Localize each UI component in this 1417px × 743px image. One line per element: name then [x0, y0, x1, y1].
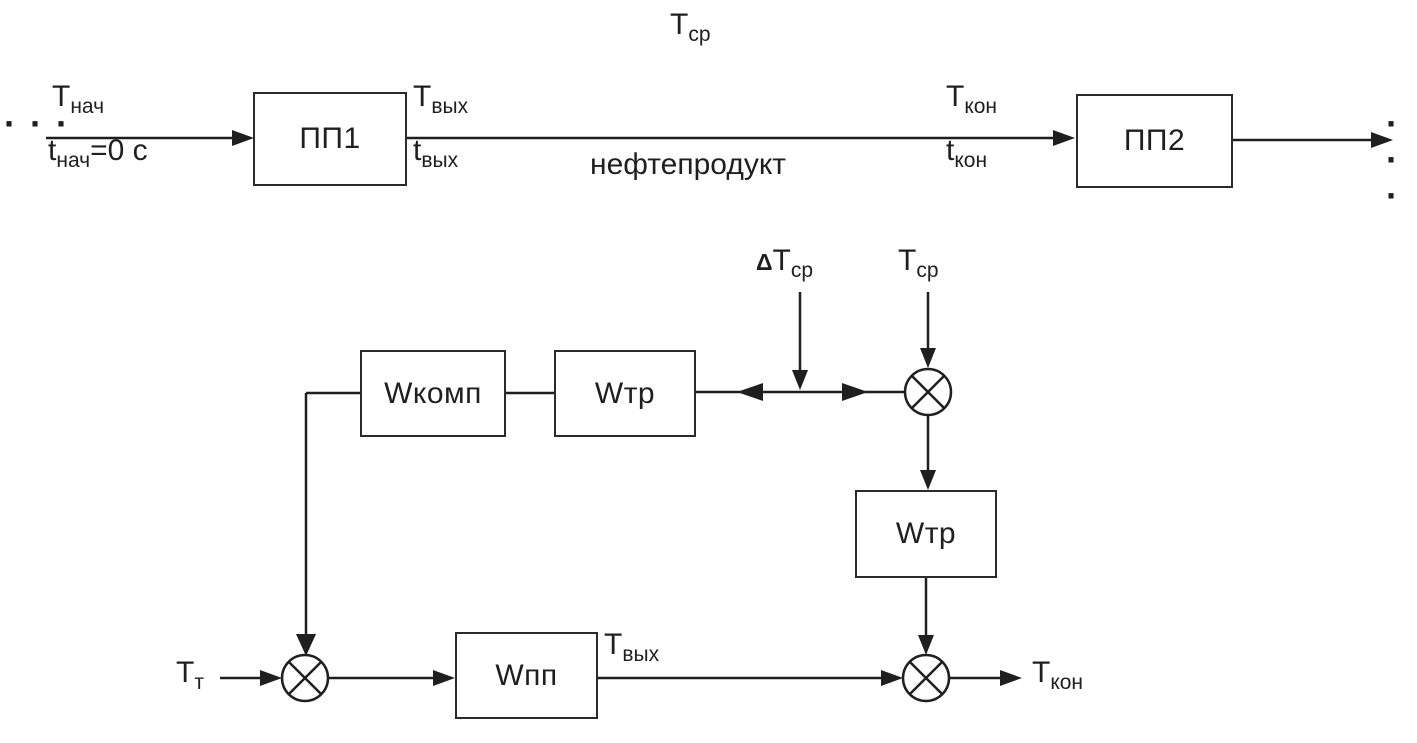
label-sub: вых	[622, 643, 660, 666]
arrow-into-wtr2	[920, 470, 936, 490]
label-main: T	[1032, 656, 1051, 689]
block-pp2-label: ПП2	[1123, 124, 1186, 157]
label-main: T	[670, 8, 689, 41]
block-w-tr-right-label: Wтр	[895, 517, 957, 550]
label-main: T	[413, 80, 432, 113]
label-sub: т	[194, 671, 204, 694]
label-sub: кон	[1050, 671, 1084, 694]
arrow-into-wpp	[433, 670, 455, 686]
label-main: T	[772, 244, 791, 277]
label-main: T	[604, 628, 623, 661]
arrow-disturbance-down	[792, 370, 808, 390]
block-w-pp: Wпп	[455, 632, 598, 719]
block-w-komp: Wкомп	[360, 350, 506, 437]
label-main: T	[946, 80, 965, 113]
arrowheads	[232, 130, 1393, 686]
arrow-out-right	[1371, 132, 1393, 148]
ellipsis-right: · · ·	[1386, 103, 1400, 216]
label-main: t	[413, 134, 422, 167]
label-sub: вых	[431, 95, 469, 118]
label-main: t	[48, 134, 57, 167]
arrow-to-tkon	[1000, 670, 1022, 686]
label-sub: нач	[56, 149, 91, 172]
block-w-tr-top-label: Wтр	[594, 376, 656, 410]
connector-lines	[46, 136, 1374, 680]
arrow-into-junction2-left	[881, 670, 903, 686]
label-outlet-time: tвых	[413, 134, 458, 172]
block-w-komp-label: Wкомп	[384, 376, 482, 410]
label-inlet-temp: Tнач	[52, 80, 104, 118]
label-sub: ср	[916, 259, 939, 282]
label-final-time-top: tкон	[946, 134, 987, 172]
label-avg-temp-title: Tср	[670, 8, 711, 46]
label-main: t	[946, 134, 955, 167]
summing-junction-2	[901, 653, 951, 703]
arrow-merge-right	[842, 383, 868, 401]
arrow-feedback-into-junction3	[296, 634, 316, 656]
label-suffix: =0 с	[90, 134, 148, 167]
label-sub: нач	[70, 95, 105, 118]
arrow-into-pp2	[1053, 130, 1075, 146]
label-main: T	[176, 656, 195, 689]
block-pp1-label: ПП1	[299, 122, 361, 155]
summing-junction-1	[903, 367, 953, 417]
label-disturbance: ΔTср	[756, 244, 813, 282]
label-main: T	[52, 80, 71, 113]
label-sub: кон	[954, 149, 988, 172]
block-w-tr-right: Wтр	[855, 490, 997, 578]
label-output-temp: Tвых	[604, 628, 659, 666]
label-medium: нефтепродукт	[590, 148, 787, 181]
arrow-merge-left	[737, 383, 763, 401]
label-ambient-temp: Tср	[898, 244, 939, 282]
delta-icon: Δ	[756, 249, 773, 275]
arrow-into-junction2	[918, 635, 934, 655]
ellipsis-left: · · ·	[4, 103, 70, 144]
summing-junction-3	[280, 653, 330, 703]
block-w-pp-label: Wпп	[495, 658, 558, 692]
arrow-setpoint-down	[920, 348, 936, 368]
block-w-tr-top: Wтр	[554, 350, 696, 437]
arrow-tt-into-junction3	[260, 670, 282, 686]
label-heater-temp: Tт	[176, 656, 204, 694]
label-main: T	[898, 244, 917, 277]
label-inlet-time: tнач=0 с	[48, 134, 148, 172]
label-final-temp-top: Tкон	[946, 80, 997, 118]
block-pp2: ПП2	[1076, 94, 1233, 188]
label-sub: ср	[688, 23, 711, 46]
summing-junctions	[280, 367, 953, 703]
label-sub: вых	[421, 149, 459, 172]
label-outlet-temp: Tвых	[413, 80, 468, 118]
label-sub: кон	[964, 95, 998, 118]
arrow-into-pp1	[232, 130, 254, 146]
block-pp1: ПП1	[253, 92, 407, 186]
label-final-temp-bottom: Tкон	[1032, 656, 1083, 694]
label-sub: ср	[790, 259, 814, 282]
